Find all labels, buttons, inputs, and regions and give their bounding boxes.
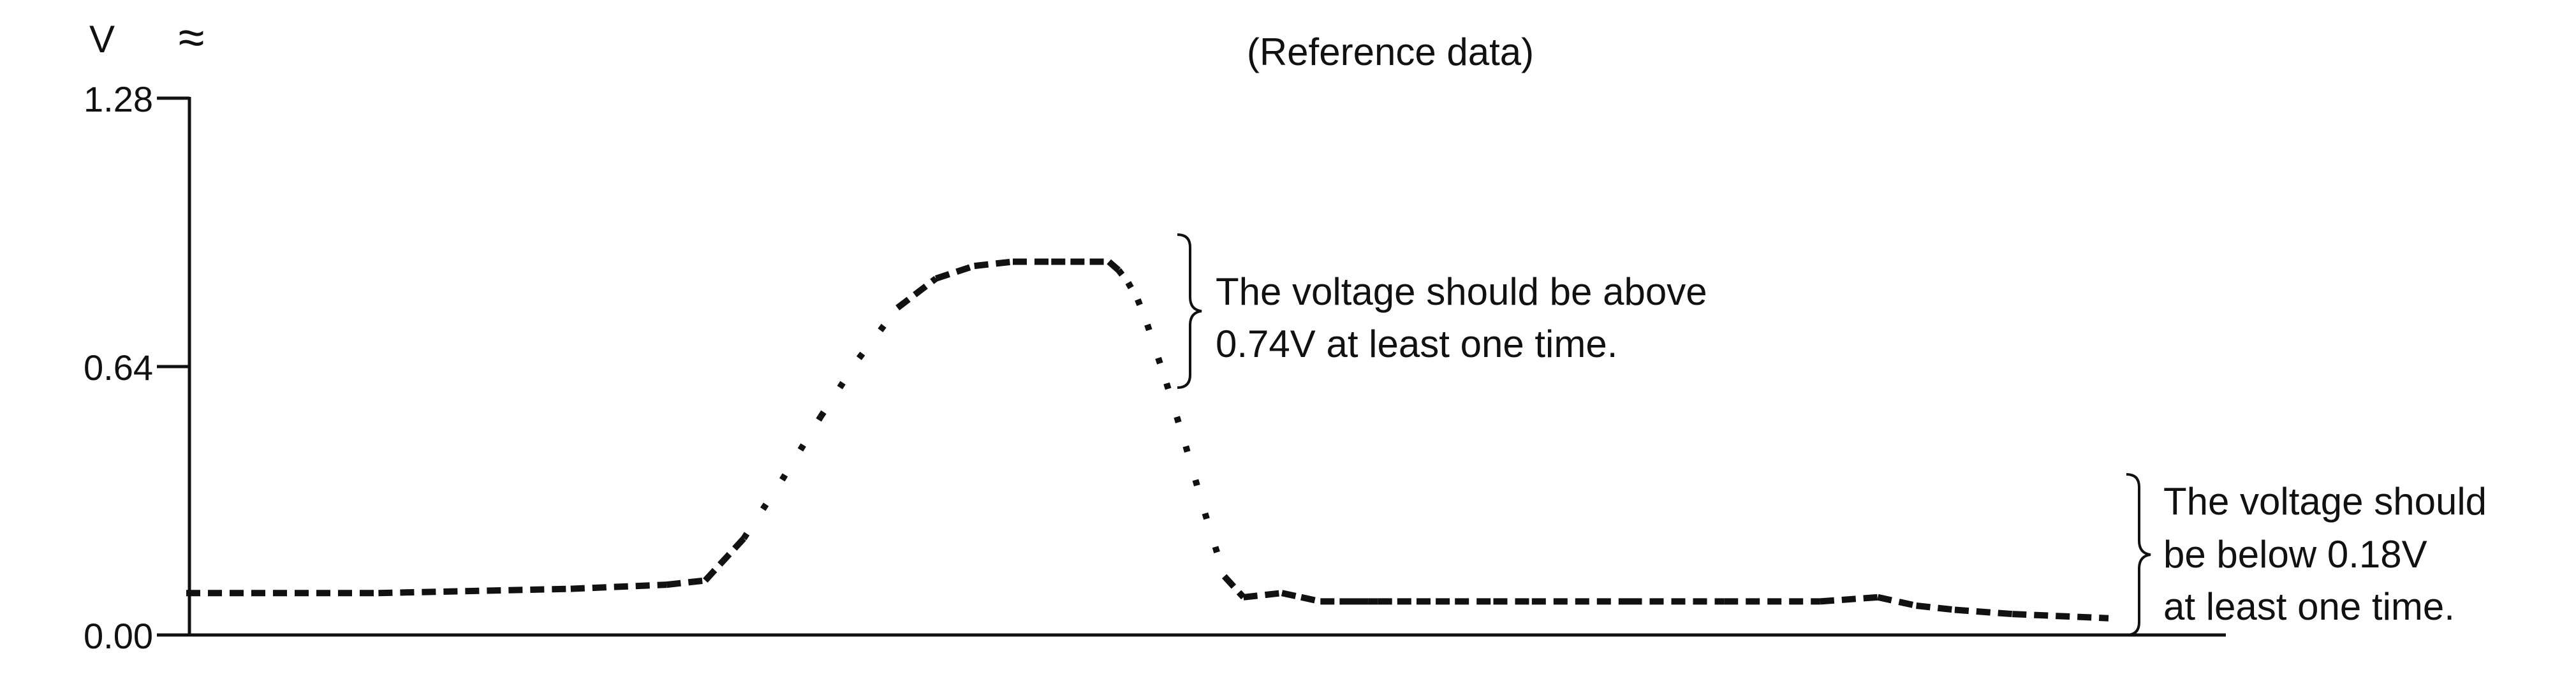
series-segment: [1115, 268, 1131, 285]
voltage-series: [186, 258, 2109, 622]
y-tick-label-0.00: 0.00: [84, 616, 153, 656]
series-segment: [666, 577, 706, 588]
series-segment: [1144, 323, 1170, 384]
series-segment: [974, 258, 1013, 270]
series-segment: [570, 581, 667, 592]
series-segment: [856, 305, 901, 360]
series-segment: [1202, 512, 1228, 578]
series-segment: [2012, 611, 2109, 622]
lower-annotation-line-2: be below 0.18V: [2163, 533, 2427, 576]
series-segment: [1300, 594, 1321, 605]
series-segment: [934, 263, 976, 282]
series-segment: [1916, 602, 1955, 613]
series-segment: [895, 275, 938, 310]
series-segment: [1163, 382, 1189, 448]
series-segment: [1135, 298, 1151, 326]
axis-break-symbol: ≈: [179, 11, 205, 64]
series-segment: [1954, 606, 2013, 618]
series-segment: [1107, 259, 1121, 273]
series-segment: [703, 536, 746, 583]
lower-annotation-line-1: The voltage should: [2163, 480, 2487, 523]
y-tick-label-0.64: 0.64: [84, 347, 153, 388]
series-segment: [1877, 594, 1917, 609]
series-segment: [378, 585, 571, 597]
series-segment: [1221, 574, 1246, 600]
series-segment: [1125, 281, 1141, 302]
series-segment: [1182, 445, 1209, 514]
series-segment: [740, 478, 785, 541]
series-segment: [1243, 590, 1283, 601]
series-segment: [818, 356, 862, 419]
upper-annotation-line-1: The voltage should be above: [1216, 270, 1707, 313]
lower-annotation-line-3: at least one time.: [2163, 585, 2455, 628]
upper-annotation-brace: [1177, 233, 1202, 389]
y-tick-label-1.28: 1.28: [84, 79, 153, 119]
y-axis-label: V: [89, 18, 115, 61]
series-segment: [779, 415, 823, 482]
lower-annotation-brace: [2126, 473, 2151, 636]
series-segment: [1820, 594, 1878, 605]
chart-title: (Reference data): [1247, 31, 1534, 73]
upper-annotation-line-2: 0.74V at least one time.: [1216, 323, 1617, 365]
series-segment: [1281, 590, 1302, 601]
